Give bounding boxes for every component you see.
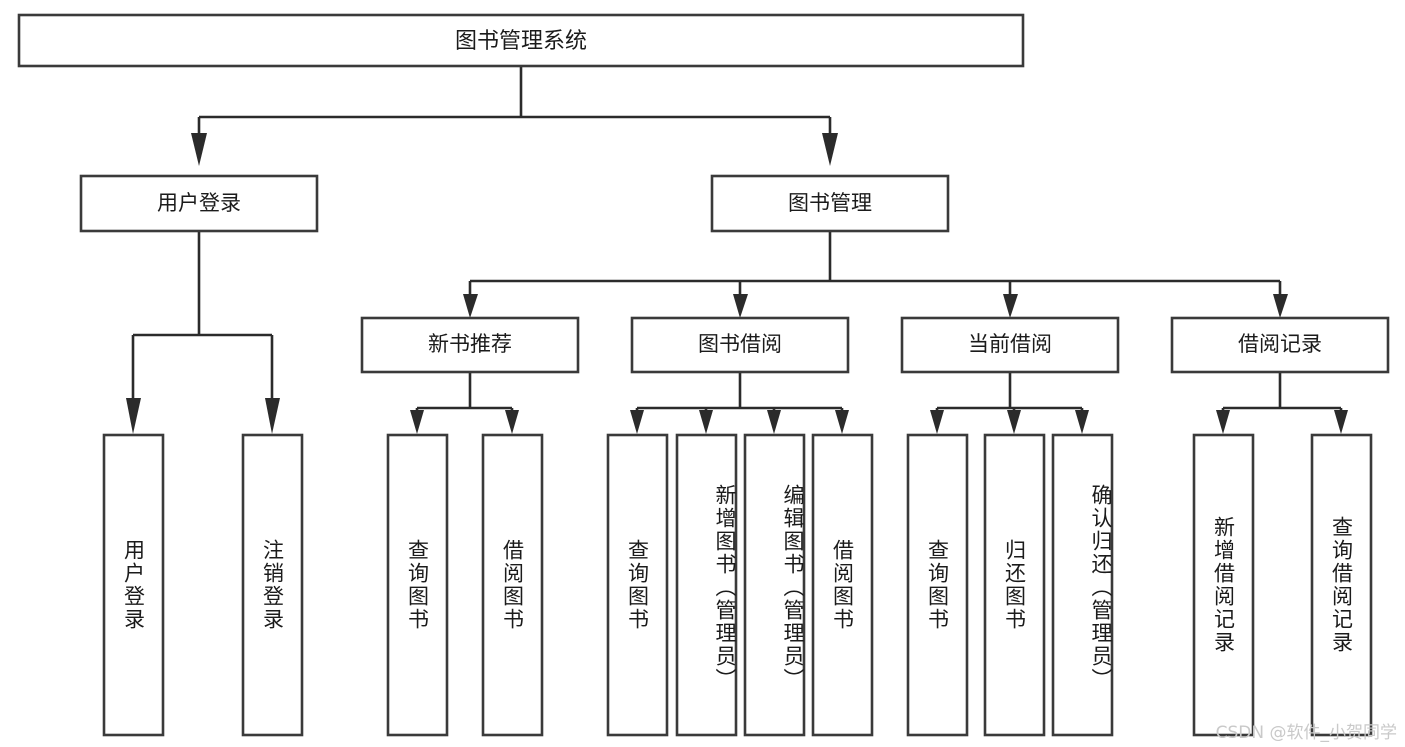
node-user-login[interactable]: 用户登录 [79,174,319,233]
node-box[interactable] [79,174,319,233]
arrow-icon [1007,410,1021,434]
node-current-borrow[interactable]: 当前借阅 [900,316,1120,374]
arrow-icon [1334,410,1348,434]
connector-bookmgmt-to-level3 [463,231,1288,318]
arrow-icon [1003,294,1018,318]
arrow-icon [1273,294,1288,318]
arrow-icon [410,410,424,434]
arrow-icon [630,410,644,434]
node-book-management[interactable]: 图书管理 [710,174,950,233]
arrow-icon [1075,410,1089,434]
arrow-icon [265,398,280,434]
leaf-box-newbook-0[interactable] [386,433,449,737]
node-box[interactable] [900,316,1120,374]
node-box[interactable] [1170,316,1390,374]
connector-bookborrow-to-leaves [630,372,849,434]
connector-borrowrecord-to-leaves [1216,372,1348,434]
node-root[interactable]: 图书管理系统 [17,13,1025,68]
arrow-icon [126,398,141,434]
arrow-icon [505,410,519,434]
node-box[interactable] [630,316,850,374]
arrow-icon [733,294,748,318]
arrow-icon [822,133,838,166]
arrow-icon [463,294,478,318]
leaf-box-currentborrow-0[interactable] [906,433,969,737]
arrow-icon [1216,410,1230,434]
arrow-icon [835,410,849,434]
leaf-box-bookborrow-0[interactable] [606,433,669,737]
arrow-icon [767,410,781,434]
node-borrow-record[interactable]: 借阅记录 [1170,316,1390,374]
watermark: CSDN @软件_小贺同学 [1215,723,1397,743]
connector-userlogin-to-leaves [126,231,280,434]
node-box[interactable] [710,174,950,233]
node-label: 借阅记录 [1238,332,1322,356]
leaf-box-borrowrecord-0[interactable] [1192,433,1255,737]
node-label: 图书管理 [788,191,872,215]
node-label: 图书借阅 [698,332,782,356]
leaf-box-bookborrow-2[interactable] [743,433,806,737]
node-label: 新书推荐 [428,332,512,356]
node-book-borrow[interactable]: 图书借阅 [630,316,850,374]
leaf-box-bookborrow-1[interactable] [675,433,738,737]
leaf-box-borrowrecord-1[interactable] [1310,433,1373,737]
leaf-box-user-login-1[interactable] [241,433,304,737]
node-box[interactable] [360,316,580,374]
node-label: 当前借阅 [968,332,1052,356]
connector-root-to-level2 [191,66,838,166]
leaf-box-currentborrow-2[interactable] [1051,433,1114,737]
node-new-book-recommend[interactable]: 新书推荐 [360,316,580,374]
arrow-icon [699,410,713,434]
leaf-box-currentborrow-1[interactable] [983,433,1046,737]
leaf-box-bookborrow-3[interactable] [811,433,874,737]
node-label: 图书管理系统 [455,29,587,54]
leaf-box-newbook-1[interactable] [481,433,544,737]
node-label: 用户登录 [157,191,241,215]
arrow-icon [191,133,207,166]
connector-newbook-to-leaves [410,372,519,434]
arrow-icon [930,410,944,434]
node-box[interactable] [17,13,1025,68]
connector-currentborrow-to-leaves [930,372,1089,434]
leaf-box-user-login-0[interactable] [102,433,165,737]
